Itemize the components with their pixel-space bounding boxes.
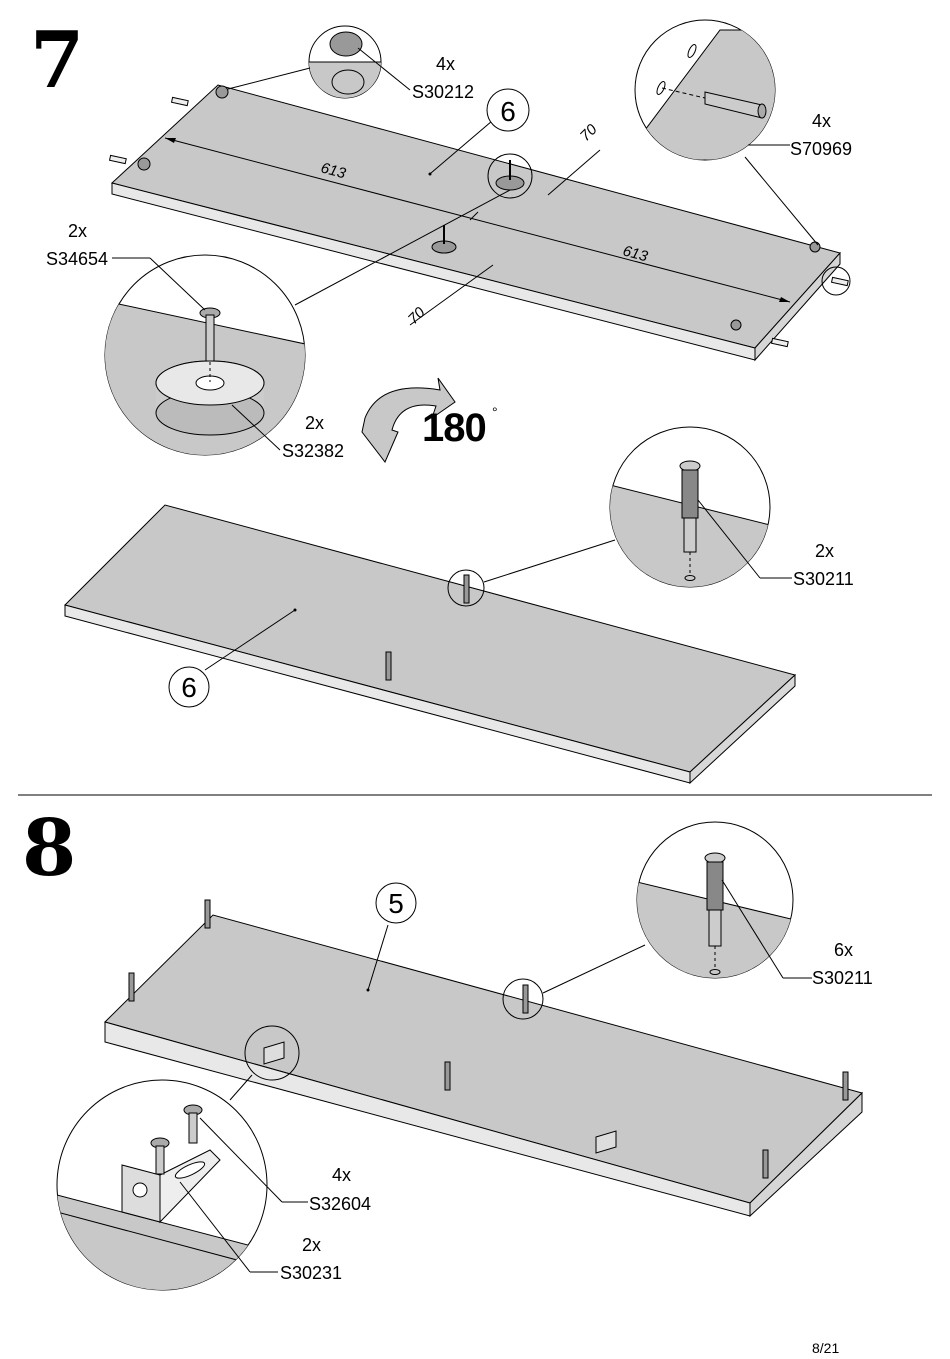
part-code: S30211 xyxy=(793,569,854,589)
step-8-number: 8 xyxy=(22,803,77,894)
step-7-number: 7 xyxy=(30,15,85,106)
cam-lock-mark xyxy=(137,85,821,331)
detail-foot xyxy=(104,189,511,456)
part-qty: 4x xyxy=(812,111,832,131)
rotate-arrow xyxy=(361,377,456,463)
panel-6-top xyxy=(108,84,849,362)
detail-dowel xyxy=(634,19,851,296)
part-number-label: 6 xyxy=(500,96,516,127)
part-code: S32604 xyxy=(309,1194,372,1214)
panel-6-flipped xyxy=(64,504,797,785)
part-qty: 2x xyxy=(68,221,88,241)
part-code: S32382 xyxy=(282,441,345,461)
page-number: 8/21 xyxy=(812,1340,840,1356)
dimension-label: 70 xyxy=(405,304,429,328)
degree-sign: ° xyxy=(492,404,498,420)
part-number-label: 6 xyxy=(181,672,197,703)
part-code: S30231 xyxy=(280,1263,343,1283)
part-qty: 2x xyxy=(302,1235,322,1255)
part-code: S70969 xyxy=(790,139,853,159)
dimension-label: 613 xyxy=(319,159,348,182)
part-code: S30212 xyxy=(412,82,475,102)
dimension-label: 70 xyxy=(577,121,601,145)
part-code: S34654 xyxy=(46,249,109,269)
detail-cam-lock xyxy=(227,25,411,99)
part-number-label: 5 xyxy=(388,888,404,919)
part-qty: 6x xyxy=(834,940,854,960)
part-callout-circle xyxy=(168,666,210,708)
part-qty: 2x xyxy=(815,541,835,561)
rotation-degrees: 180 xyxy=(422,406,487,450)
panel-5 xyxy=(104,899,863,1218)
part-callout-circle xyxy=(486,88,530,132)
part-qty: 4x xyxy=(332,1165,352,1185)
dowel-mark xyxy=(108,96,849,348)
detail-connector-step8 xyxy=(636,821,812,979)
part-code: S30211 xyxy=(812,968,873,988)
detail-bracket xyxy=(56,1079,308,1291)
detail-connector-step7 xyxy=(609,426,792,588)
part-qty: 4x xyxy=(436,54,456,74)
part-qty: 2x xyxy=(305,413,325,433)
dimension-label: 613 xyxy=(621,242,650,265)
part-callout-circle xyxy=(375,882,417,924)
